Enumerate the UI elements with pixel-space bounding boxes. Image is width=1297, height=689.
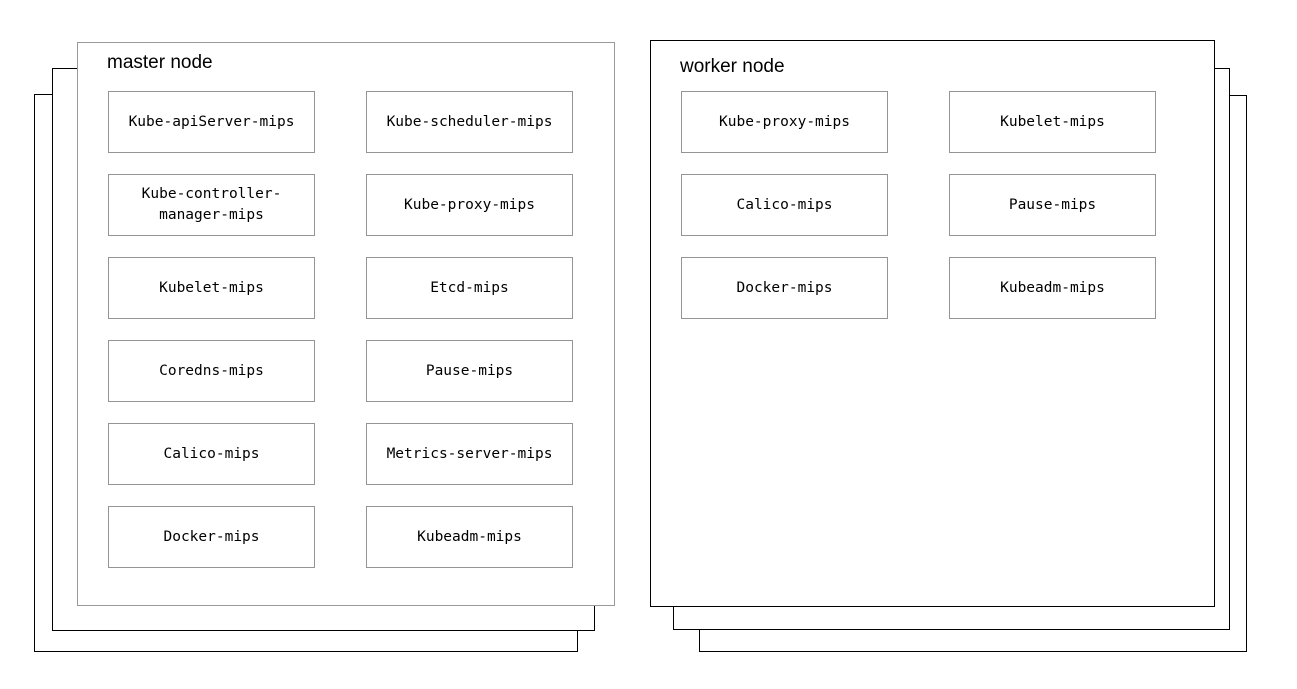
component-label: Kubeadm-mips — [1000, 279, 1105, 296]
component-box-calico-mips[interactable]: Calico-mips — [108, 423, 315, 485]
component-label: Etcd-mips — [430, 279, 509, 296]
component-box-kube-controller-manager-mips[interactable]: Kube-controller-manager-mips — [108, 174, 315, 236]
component-label: Kubelet-mips — [1000, 113, 1105, 130]
component-box-docker-mips[interactable]: Docker-mips — [108, 506, 315, 568]
component-label: Coredns-mips — [159, 362, 264, 379]
component-label: Docker-mips — [736, 279, 833, 296]
component-box-kube-apiserver-mips[interactable]: Kube-apiServer-mips — [108, 91, 315, 153]
component-box-etcd-mips[interactable]: Etcd-mips — [366, 257, 573, 319]
component-label: Kubeadm-mips — [417, 528, 522, 545]
component-label: Kube-scheduler-mips — [386, 113, 553, 130]
component-label: Kube-apiServer-mips — [128, 113, 295, 130]
component-box-worker-calico-mips[interactable]: Calico-mips — [681, 174, 888, 236]
component-box-pause-mips[interactable]: Pause-mips — [366, 340, 573, 402]
component-box-kube-scheduler-mips[interactable]: Kube-scheduler-mips — [366, 91, 573, 153]
component-label: Calico-mips — [736, 196, 833, 213]
master-node-title: master node — [107, 52, 213, 73]
component-label: Calico-mips — [163, 445, 260, 462]
component-label: Kube-proxy-mips — [404, 196, 535, 213]
component-label: Kubelet-mips — [159, 279, 264, 296]
component-label: Pause-mips — [1008, 196, 1097, 213]
component-box-kube-proxy-mips[interactable]: Kube-proxy-mips — [366, 174, 573, 236]
worker-node-title: worker node — [680, 56, 785, 77]
component-box-metrics-server-mips[interactable]: Metrics-server-mips — [366, 423, 573, 485]
component-label: Docker-mips — [163, 528, 260, 545]
component-box-worker-pause-mips[interactable]: Pause-mips — [949, 174, 1156, 236]
component-box-worker-docker-mips[interactable]: Docker-mips — [681, 257, 888, 319]
component-box-worker-kube-proxy-mips[interactable]: Kube-proxy-mips — [681, 91, 888, 153]
component-box-kubeadm-mips[interactable]: Kubeadm-mips — [366, 506, 573, 568]
component-box-kubelet-mips[interactable]: Kubelet-mips — [108, 257, 315, 319]
component-box-coredns-mips[interactable]: Coredns-mips — [108, 340, 315, 402]
component-label: Metrics-server-mips — [386, 445, 553, 462]
component-box-worker-kubelet-mips[interactable]: Kubelet-mips — [949, 91, 1156, 153]
component-label: Pause-mips — [425, 362, 514, 379]
component-box-worker-kubeadm-mips[interactable]: Kubeadm-mips — [949, 257, 1156, 319]
component-label: Kube-controller-manager-mips — [141, 186, 282, 223]
component-label: Kube-proxy-mips — [719, 113, 850, 130]
